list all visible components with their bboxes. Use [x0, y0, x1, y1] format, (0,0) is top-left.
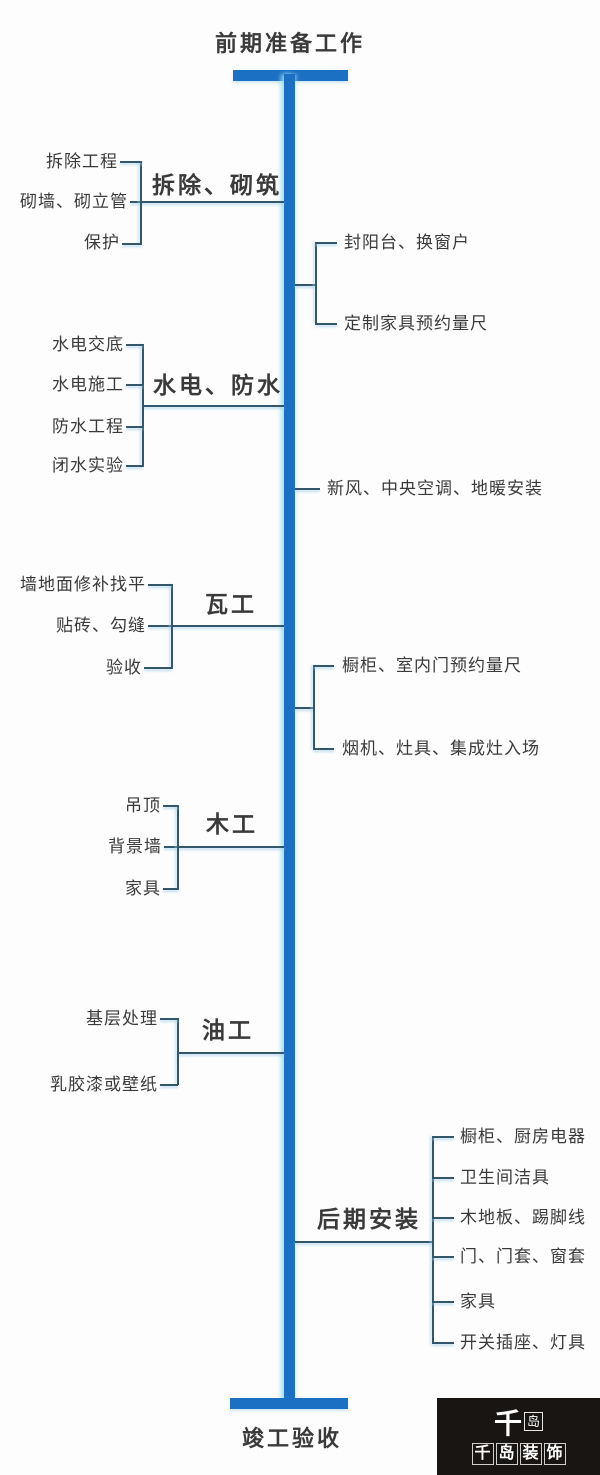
tick-line — [144, 667, 172, 669]
bracket-line — [140, 161, 142, 245]
tick-line — [432, 1177, 454, 1179]
task-item: 防水工程 — [52, 416, 124, 436]
task-item: 卫生间洁具 — [460, 1167, 550, 1187]
task-item: 保护 — [84, 232, 120, 252]
bracket-line — [142, 344, 144, 467]
branch-line — [295, 707, 314, 709]
trunk-line — [284, 74, 295, 1404]
task-item: 门、门套、窗套 — [460, 1246, 586, 1266]
tick-line — [163, 805, 178, 807]
branch-label-tiling: 瓦工 — [205, 592, 257, 617]
task-item: 烟机、灶具、集成灶入场 — [342, 738, 540, 758]
tick-line — [432, 1342, 454, 1344]
task-item: 新风、中央空调、地暖安装 — [327, 478, 543, 498]
task-item: 拆除工程 — [46, 151, 118, 171]
tick-line — [432, 1217, 454, 1219]
task-item: 橱柜、室内门预约量尺 — [342, 655, 522, 675]
task-item: 木地板、踢脚线 — [460, 1207, 586, 1227]
tick-line — [313, 748, 334, 750]
tick-line — [432, 1136, 454, 1138]
branch-line — [130, 201, 284, 203]
logo-mark-char: 千 — [493, 1408, 522, 1440]
branch-label-carpentry: 木工 — [206, 812, 258, 837]
task-item: 水电交底 — [52, 334, 124, 354]
branch-line — [164, 846, 284, 848]
task-item: 家具 — [460, 1291, 496, 1311]
tick-line — [432, 1256, 454, 1258]
task-item: 墙地面修补找平 — [20, 574, 146, 594]
branch-line — [143, 405, 284, 407]
tick-line — [315, 323, 337, 325]
tick-line — [315, 242, 337, 244]
tick-line — [163, 888, 178, 890]
logo-name-char: 装 — [519, 1442, 542, 1465]
branch-label-plumbing: 水电、防水 — [153, 373, 283, 398]
task-item: 橱柜、厨房电器 — [460, 1126, 586, 1146]
task-item: 贴砖、勾缝 — [56, 615, 146, 635]
tick-line — [126, 344, 143, 346]
tick-line — [126, 384, 143, 386]
task-item: 封阳台、换窗户 — [344, 232, 470, 252]
tick-line — [432, 1301, 454, 1303]
brand-logo-mark: 千 岛 — [493, 1408, 544, 1441]
diagram-footer: 竣工验收 — [241, 1426, 343, 1451]
trunk-bottom-cap — [230, 1398, 348, 1409]
tick-line — [126, 426, 143, 428]
bracket-line — [313, 665, 315, 749]
logo-name-char: 千 — [471, 1442, 494, 1465]
branch-label-painting: 油工 — [202, 1018, 254, 1043]
logo-name-char: 岛 — [495, 1442, 518, 1465]
brand-logo-name: 千 岛 装 饰 — [471, 1442, 566, 1465]
tick-line — [295, 488, 320, 490]
tick-line — [148, 584, 172, 586]
branch-label-final-install: 后期安装 — [317, 1207, 421, 1232]
bracket-line — [171, 584, 173, 669]
branch-line — [178, 1052, 284, 1054]
brand-logo: 千 岛 千 岛 装 饰 — [437, 1398, 600, 1475]
tick-line — [120, 161, 142, 163]
bracket-line — [315, 242, 317, 324]
task-item: 验收 — [106, 657, 142, 677]
branch-label-demolition: 拆除、砌筑 — [152, 173, 282, 198]
task-item: 家具 — [125, 878, 161, 898]
tick-line — [160, 1018, 178, 1020]
tick-line — [160, 1084, 178, 1086]
branch-line — [148, 625, 284, 627]
logo-mark-char-boxed: 岛 — [524, 1411, 544, 1431]
task-item: 闭水实验 — [52, 455, 124, 475]
task-item: 乳胶漆或壁纸 — [50, 1074, 158, 1094]
task-item: 基层处理 — [86, 1008, 158, 1028]
branch-line — [295, 1241, 433, 1243]
bracket-line — [177, 1018, 179, 1085]
task-item: 砌墙、砌立管 — [20, 191, 128, 211]
bracket-line — [432, 1136, 434, 1344]
tick-line — [126, 465, 143, 467]
task-item: 水电施工 — [52, 374, 124, 394]
task-item: 定制家具预约量尺 — [344, 313, 488, 333]
branch-line — [295, 284, 316, 286]
diagram-title: 前期准备工作 — [214, 31, 366, 56]
tick-line — [122, 243, 142, 245]
tick-line — [313, 665, 334, 667]
bracket-line — [177, 805, 179, 890]
logo-name-char: 饰 — [543, 1442, 566, 1465]
task-item: 吊顶 — [125, 795, 161, 815]
task-item: 开关插座、灯具 — [460, 1332, 586, 1352]
task-item: 背景墙 — [108, 836, 162, 856]
